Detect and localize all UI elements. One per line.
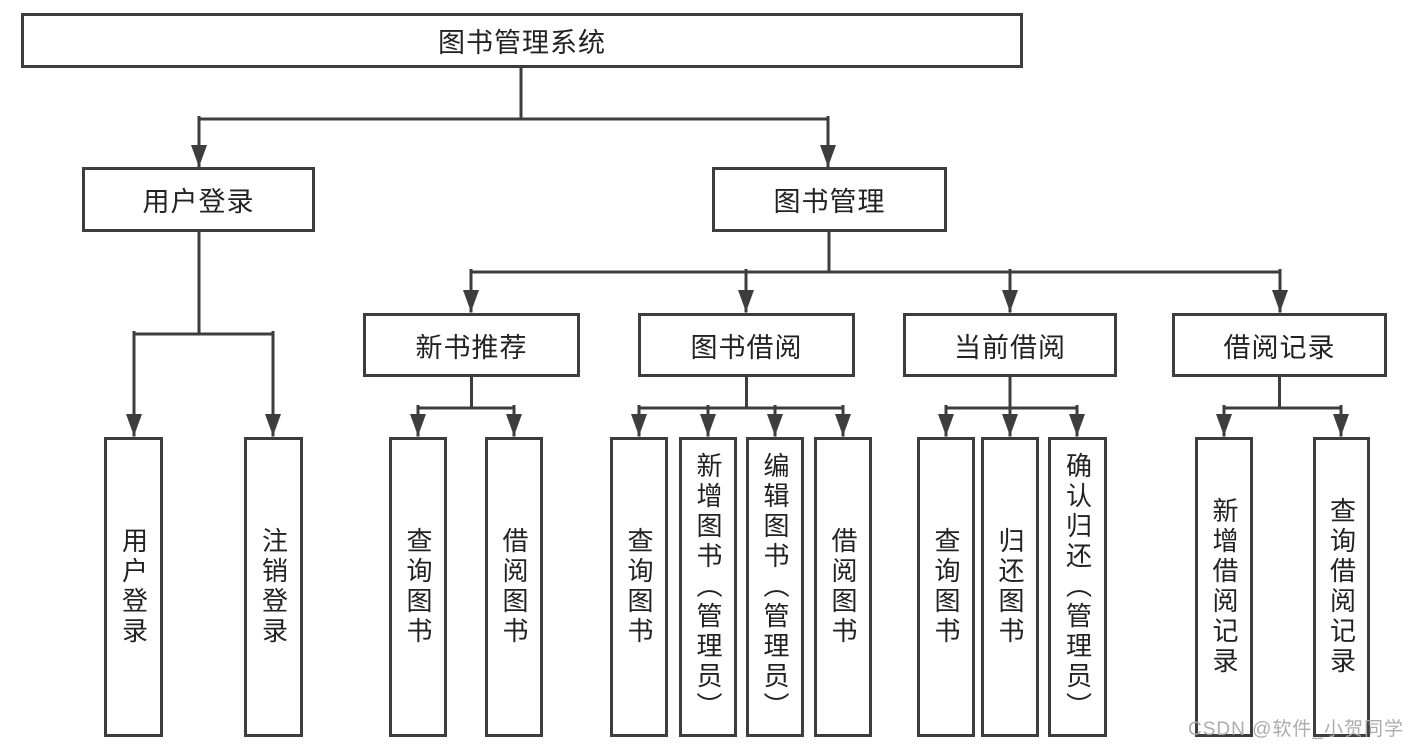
- leaf-label: 用户登录: [118, 527, 149, 647]
- leaf-borrowing-query-books: 查询图书: [610, 437, 668, 737]
- leaf-user-login: 用户登录: [104, 437, 163, 737]
- node-user-login: 用户登录: [82, 167, 315, 232]
- leaf-records-query-record: 查询借阅记录: [1313, 437, 1370, 737]
- leaf-label: 确认归还（管理员）: [1062, 452, 1093, 722]
- leaf-borrowing-edit-books-admin: 编辑图书（管理员）: [746, 437, 804, 737]
- leaf-current-confirm-return-admin: 确认归还（管理员）: [1048, 437, 1107, 737]
- node-new-book-recommend: 新书推荐: [363, 313, 580, 377]
- leaf-borrowing-add-books-admin: 新增图书（管理员）: [679, 437, 737, 737]
- leaf-label: 编辑图书（管理员）: [760, 452, 790, 722]
- node-label: 图书管理: [773, 187, 886, 217]
- leaf-newbooks-borrow-books: 借阅图书: [485, 437, 543, 737]
- node-book-management: 图书管理: [712, 167, 947, 232]
- node-label: 新书推荐: [415, 332, 528, 363]
- node-book-borrowing: 图书借阅: [638, 313, 855, 377]
- node-label: 借阅记录: [1223, 332, 1336, 363]
- leaf-current-return-books: 归还图书: [981, 437, 1039, 737]
- leaf-label: 新增借阅记录: [1209, 497, 1239, 677]
- leaf-label: 归还图书: [995, 527, 1025, 647]
- leaf-records-add-record: 新增借阅记录: [1195, 437, 1253, 737]
- node-label: 用户登录: [142, 187, 255, 217]
- leaf-label: 查询图书: [931, 527, 961, 647]
- leaf-label: 新增图书（管理员）: [693, 452, 723, 722]
- node-current-borrowing: 当前借阅: [903, 313, 1117, 377]
- leaf-logout: 注销登录: [244, 437, 303, 737]
- leaf-current-query-books: 查询图书: [917, 437, 975, 737]
- node-root: 图书管理系统: [21, 13, 1023, 68]
- csdn-watermark: CSDN @软件_小贺同学: [1188, 719, 1404, 740]
- leaf-label: 注销登录: [258, 527, 289, 647]
- leaf-label: 查询图书: [624, 527, 654, 647]
- leaf-label: 借阅图书: [828, 527, 858, 647]
- leaf-label: 查询图书: [403, 527, 433, 647]
- leaf-label: 查询借阅记录: [1326, 497, 1357, 677]
- node-label: 图书管理系统: [438, 28, 606, 58]
- leaf-label: 借阅图书: [499, 527, 529, 647]
- leaf-borrowing-borrow-books: 借阅图书: [814, 437, 872, 737]
- node-label: 当前借阅: [954, 332, 1066, 363]
- leaf-newbooks-query-books: 查询图书: [389, 437, 447, 737]
- node-label: 图书借阅: [690, 332, 803, 363]
- node-borrowing-records: 借阅记录: [1172, 313, 1387, 377]
